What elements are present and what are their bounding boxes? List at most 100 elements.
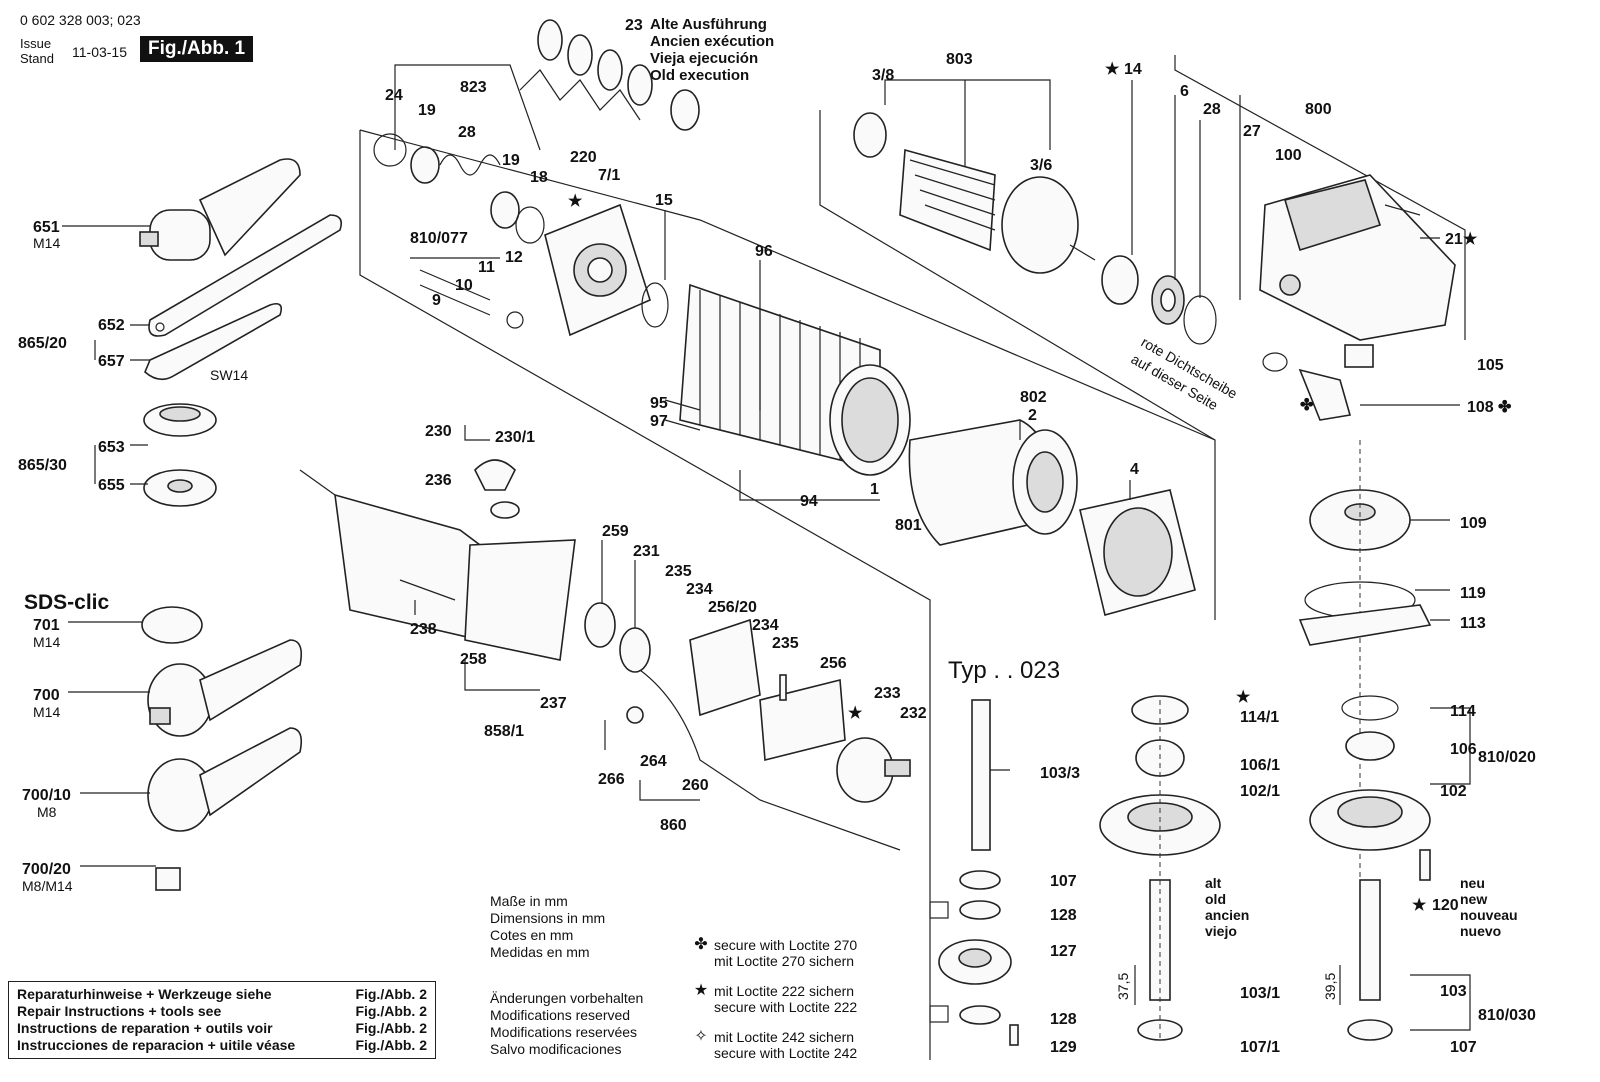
issue-label: Issue: [20, 36, 52, 51]
old-execution-en: Old execution: [650, 67, 750, 84]
label-4: 4: [1130, 461, 1139, 478]
label-106: 106: [1450, 741, 1477, 758]
part-102-flange: [1309, 789, 1431, 851]
clover-icon: ✤: [694, 936, 708, 953]
alt-fr: ancien: [1205, 907, 1250, 923]
label-12: 12: [505, 249, 523, 266]
label-1: 1: [870, 481, 879, 498]
label-11: 11: [478, 259, 495, 276]
label-238: 238: [410, 621, 437, 638]
label-802: 802: [1020, 389, 1047, 406]
alt-en: old: [1205, 891, 1226, 907]
part-128-washer: [959, 900, 1001, 1025]
label-sw14: SW14: [210, 367, 248, 383]
part-802-field-coil: [908, 419, 1078, 546]
part-653-flange: [130, 403, 217, 446]
part-number: 0 602 328 003; 023: [20, 12, 141, 28]
label-103-1: 103/1: [1240, 985, 1280, 1002]
loctite-222: ★mit Loctite 222 sichern secure with Loc…: [692, 983, 858, 1016]
label-19b: 19: [502, 152, 520, 169]
part-655-nut: [94, 445, 217, 507]
clover-icon: ✤: [1498, 399, 1512, 416]
part-238-screw: [399, 579, 456, 615]
label-102: 102: [1440, 783, 1467, 800]
label-119: 119: [1460, 585, 1486, 602]
loctite-legend: ✤ secure with Loctite 270 mit Loctite 270…: [692, 936, 858, 1062]
loctite-222-line-2: secure with Loctite 222: [714, 999, 858, 1015]
label-128: 128: [1050, 907, 1077, 924]
label-114: 114: [1450, 703, 1476, 720]
part-810-077-screw-set: [410, 257, 524, 329]
changes-note: Änderungen vorbehalten Modifications res…: [490, 990, 643, 1058]
neu-en: new: [1460, 891, 1488, 907]
label-15: 15: [655, 192, 673, 209]
dims-fr: Cotes en mm: [490, 927, 574, 943]
label-3-8: 3/8: [872, 67, 894, 84]
part-803-armature: [853, 79, 1096, 274]
repair-ref: Fig./Abb. 2: [355, 1037, 427, 1053]
repair-row-fr: Instructions de reparation + outils voir…: [17, 1020, 427, 1037]
part-108-pinion: [1298, 368, 1460, 421]
label-858-1: 858/1: [484, 723, 524, 740]
label-14: 14: [1124, 61, 1142, 78]
label-114-1: 114/1: [1240, 709, 1279, 726]
label-256: 256: [820, 655, 847, 672]
part-264-clamp: [626, 706, 644, 724]
old-execution-fr: Ancien exécution: [650, 33, 775, 50]
part-256-20-board: [689, 618, 761, 717]
part-107-nut: [959, 870, 1001, 890]
star-icon: ★: [568, 193, 583, 210]
dimensions-note: Maße in mm Dimensions in mm Cotes en mm …: [490, 893, 605, 961]
label-259: 259: [602, 523, 629, 540]
label-21: 21: [1445, 231, 1463, 248]
loctite-270-line-2: mit Loctite 270 sichern: [714, 953, 855, 969]
repair-text: Repair Instructions + tools see: [17, 1003, 222, 1019]
loctite-270: ✤ secure with Loctite 270 mit Loctite 270…: [692, 936, 858, 970]
part-labels: 23 823 24 19 28 19 18 220 7/1 15 810/077…: [18, 17, 1536, 1056]
figure-badge: Fig./Abb. 1: [140, 36, 254, 62]
part-14-bearing: [1101, 80, 1139, 305]
label-230-1: 230/1: [495, 429, 535, 446]
label-27: 27: [1243, 123, 1261, 140]
label-107b: 107: [1450, 1039, 1477, 1056]
label-23: 23: [625, 17, 643, 34]
label-232: 232: [900, 705, 927, 722]
changes-de: Änderungen vorbehalten: [490, 990, 644, 1006]
repair-ref: Fig./Abb. 2: [355, 1020, 427, 1036]
label-120: 120: [1432, 897, 1459, 914]
label-653: 653: [98, 439, 125, 456]
label-655: 655: [98, 477, 125, 494]
label-700-10-thread: M8: [37, 804, 57, 820]
part-103-3-spindle: [971, 699, 1010, 851]
part-23-old-execution-set: [519, 19, 700, 131]
part-109-crown-gear: [1309, 489, 1450, 551]
part-7-1-bearing-flange: [544, 203, 651, 337]
label-651-thread: M14: [33, 235, 60, 251]
label-96: 96: [755, 243, 773, 260]
label-801: 801: [895, 517, 922, 534]
label-102-1: 102/1: [1240, 783, 1280, 800]
part-700-handle: [68, 639, 303, 737]
star-icon: ★: [848, 705, 863, 722]
alt-es: viejo: [1205, 923, 1237, 939]
label-810-030: 810/030: [1478, 1007, 1536, 1024]
label-231: 231: [633, 543, 660, 560]
part-823-spring-set: [373, 64, 545, 244]
clover-icon: ✤: [1300, 397, 1314, 414]
loctite-270-line-1: secure with Loctite 270: [714, 937, 858, 953]
loctite-242-line-1: mit Loctite 242 sichern: [714, 1029, 855, 1045]
alt-de: alt: [1205, 875, 1222, 891]
part-231-tube: [619, 560, 651, 673]
label-9: 9: [432, 292, 441, 309]
label-97: 97: [650, 413, 668, 430]
star-icon: ★: [1463, 231, 1478, 248]
label-264: 264: [640, 753, 667, 770]
star-icon: ★: [1412, 897, 1427, 914]
dims-es: Medidas en mm: [490, 944, 590, 960]
part-4-intermediate-flange: [1079, 480, 1196, 616]
label-865-30: 865/30: [18, 457, 67, 474]
label-803: 803: [946, 51, 973, 68]
